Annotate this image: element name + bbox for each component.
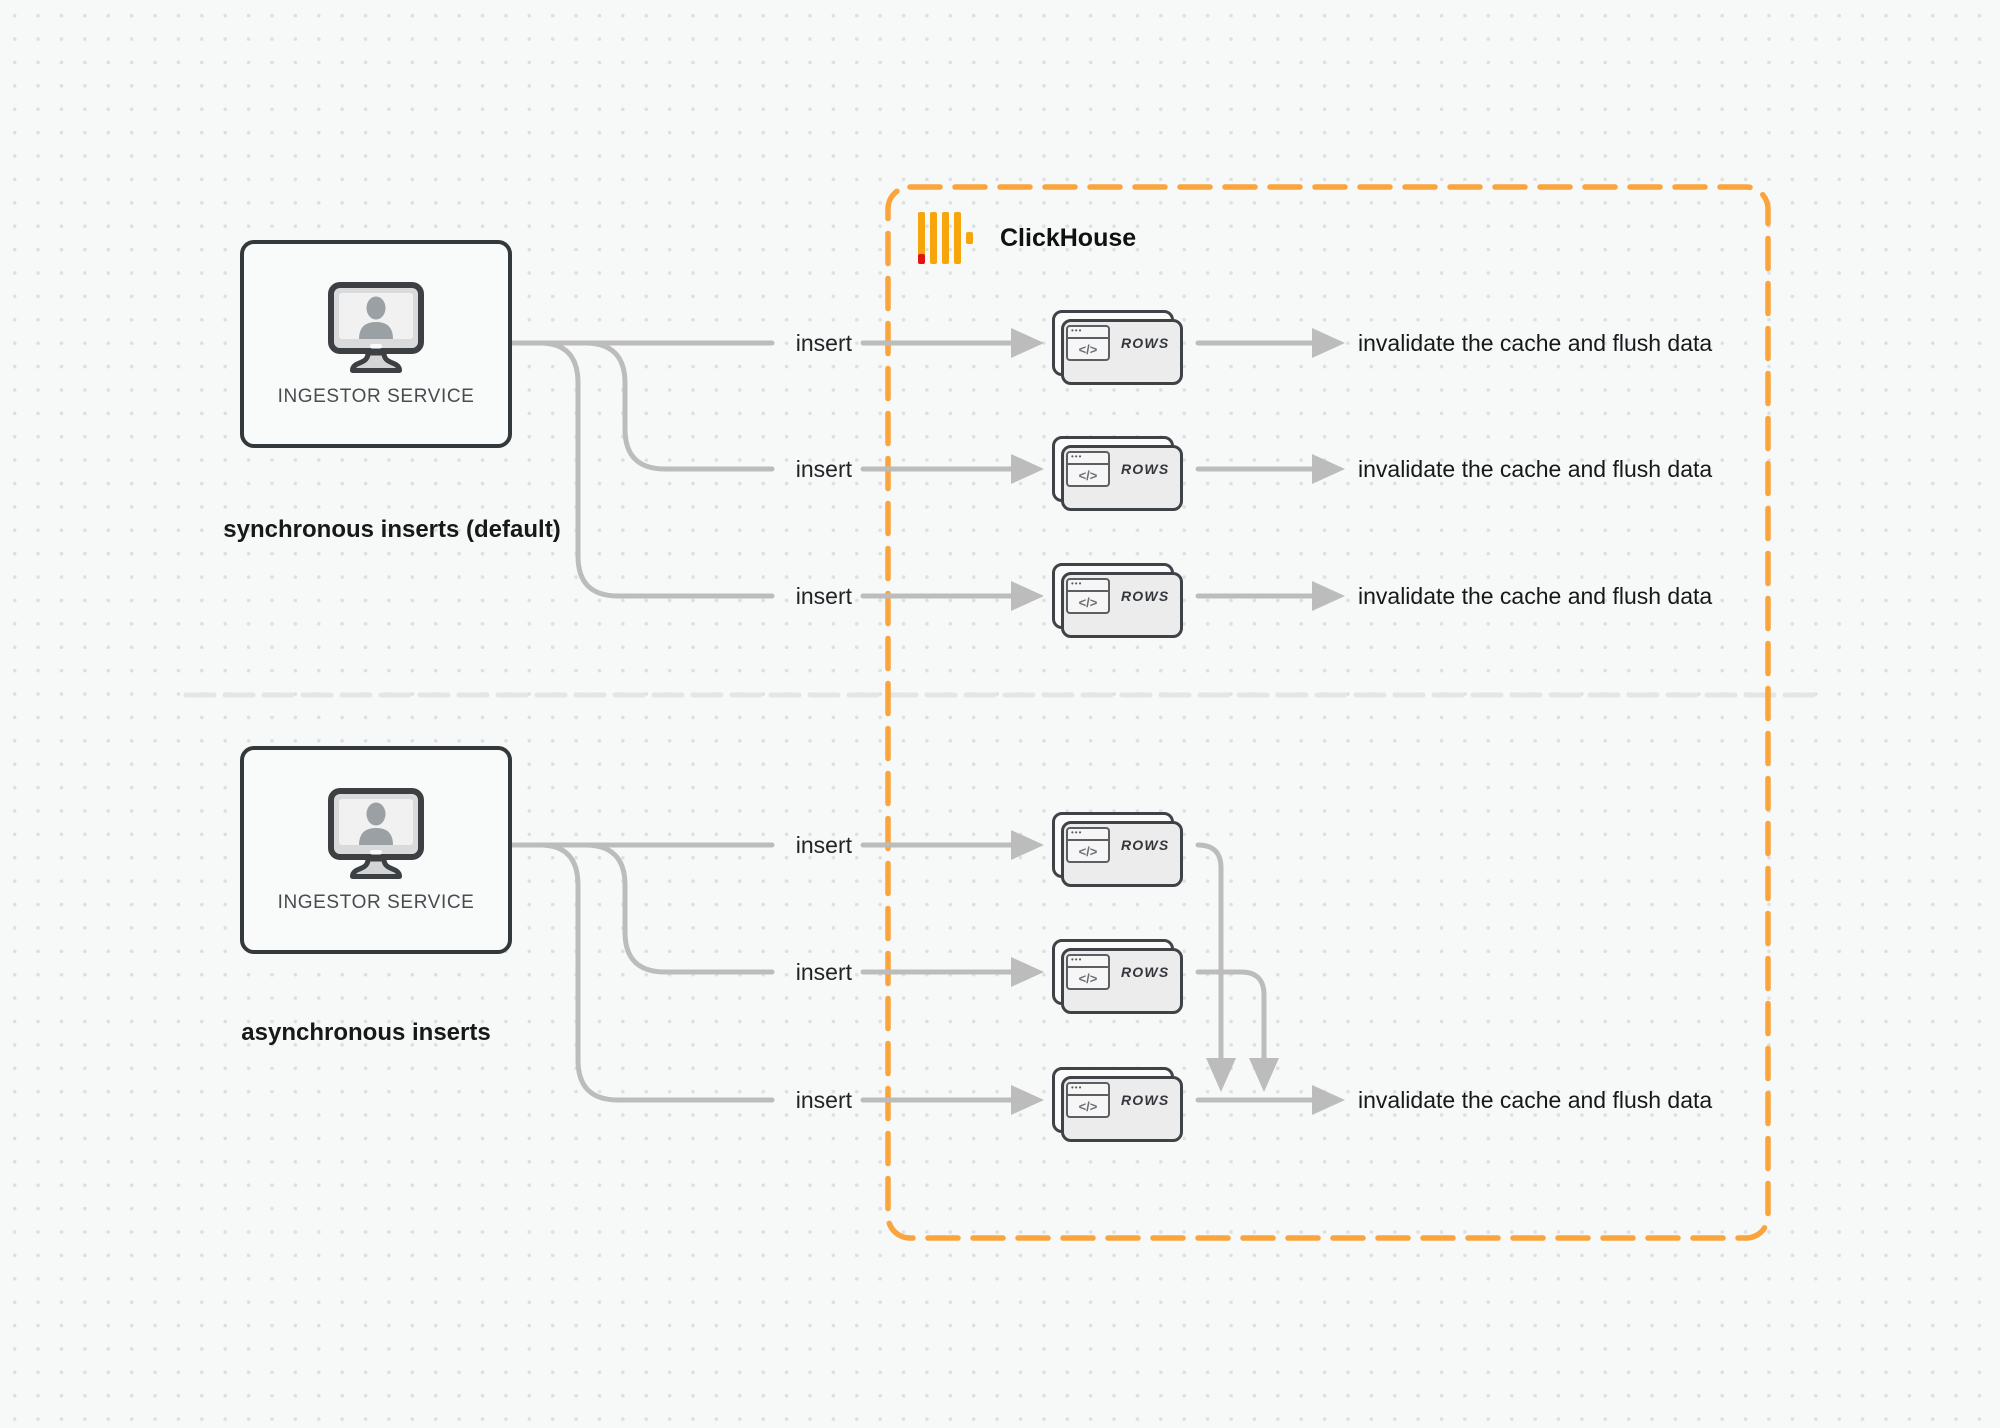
async-wire-row2-curve xyxy=(582,842,775,975)
async-wire-row3-curve xyxy=(537,842,775,1103)
rows-label: ROWS xyxy=(1121,335,1170,351)
arrowhead-sync-result-1 xyxy=(1312,328,1345,358)
arrowhead-sync-result-2 xyxy=(1312,454,1345,484)
code-window-icon: ••• </> xyxy=(1066,827,1110,863)
sync-insert-label-2: insert xyxy=(795,456,852,482)
sync-wire-row3-curve xyxy=(537,340,775,599)
sync-insert-label-1: insert xyxy=(795,330,852,356)
sync-result-label-2: invalidate the cache and flush data xyxy=(1358,456,1713,482)
rows-label: ROWS xyxy=(1121,461,1170,477)
code-glyph: </> xyxy=(1078,594,1098,610)
arrowhead-async-result xyxy=(1312,1085,1345,1115)
async-result-label: invalidate the cache and flush data xyxy=(1358,1087,1713,1113)
clickhouse-boundary-box xyxy=(885,184,1771,1241)
async-converge-wire-2 xyxy=(1195,969,1267,1061)
async-rows-card-2: ••• </> ROWS xyxy=(1052,939,1183,1014)
arrowhead-sync-insert-3 xyxy=(1011,581,1044,611)
sync-caption: synchronous inserts (default) xyxy=(223,516,561,543)
async-caption: asynchronous inserts xyxy=(241,1019,491,1046)
window-dots: ••• xyxy=(1068,1084,1108,1096)
sync-wire-row2-curve xyxy=(582,340,775,472)
window-dots: ••• xyxy=(1068,453,1108,465)
sync-ingestor-service-box: INGESTOR SERVICE xyxy=(240,240,512,448)
async-insert-label-1: insert xyxy=(795,832,852,858)
sync-service-label: INGESTOR SERVICE xyxy=(277,385,475,407)
code-window-icon: ••• </> xyxy=(1066,1082,1110,1118)
monitor-user-icon xyxy=(328,281,424,373)
async-insert-label-3: insert xyxy=(795,1087,852,1113)
code-glyph: </> xyxy=(1078,1098,1098,1114)
code-window-icon: ••• </> xyxy=(1066,578,1110,614)
clickhouse-logo-icon xyxy=(918,212,973,264)
code-glyph: </> xyxy=(1078,970,1098,986)
arrowhead-async-insert-3 xyxy=(1011,1085,1044,1115)
arrowhead-sync-result-3 xyxy=(1312,581,1345,611)
sync-insert-label-3: insert xyxy=(795,583,852,609)
sync-rows-card-3: ••• </> ROWS xyxy=(1052,563,1183,638)
arrowhead-async-insert-2 xyxy=(1011,957,1044,987)
clickhouse-label: ClickHouse xyxy=(1000,223,1137,252)
rows-label: ROWS xyxy=(1121,588,1170,604)
sync-rows-card-1: ••• </> ROWS xyxy=(1052,310,1183,385)
async-service-label: INGESTOR SERVICE xyxy=(277,891,475,913)
arrowhead-sync-insert-1 xyxy=(1011,328,1044,358)
arrowheads xyxy=(1011,328,1345,1115)
arrowhead-sync-insert-2 xyxy=(1011,454,1044,484)
async-ingestor-service-box: INGESTOR SERVICE xyxy=(240,746,512,954)
window-dots: ••• xyxy=(1068,956,1108,968)
code-glyph: </> xyxy=(1078,843,1098,859)
async-converge-wire-1 xyxy=(1195,842,1224,1061)
rows-label: ROWS xyxy=(1121,964,1170,980)
monitor-user-icon xyxy=(328,787,424,879)
rows-label: ROWS xyxy=(1121,1092,1170,1108)
code-window-icon: ••• </> xyxy=(1066,325,1110,361)
window-dots: ••• xyxy=(1068,580,1108,592)
rows-label: ROWS xyxy=(1121,837,1170,853)
async-rows-card-1: ••• </> ROWS xyxy=(1052,812,1183,887)
arrowhead-async-insert-1 xyxy=(1011,830,1044,860)
window-dots: ••• xyxy=(1068,327,1108,339)
arrowhead-async-converge-2 xyxy=(1249,1058,1279,1092)
code-window-icon: ••• </> xyxy=(1066,451,1110,487)
arrowhead-async-converge-1 xyxy=(1206,1058,1236,1092)
code-window-icon: ••• </> xyxy=(1066,954,1110,990)
window-dots: ••• xyxy=(1068,829,1108,841)
sync-rows-card-2: ••• </> ROWS xyxy=(1052,436,1183,511)
clickhouse-header: ClickHouse xyxy=(918,212,1136,264)
sync-result-label-1: invalidate the cache and flush data xyxy=(1358,330,1713,356)
code-glyph: </> xyxy=(1078,467,1098,483)
async-insert-label-2: insert xyxy=(795,959,852,985)
code-glyph: </> xyxy=(1078,341,1098,357)
sync-result-label-3: invalidate the cache and flush data xyxy=(1358,583,1713,609)
gray-wires xyxy=(510,340,1315,1103)
async-rows-card-3: ••• </> ROWS xyxy=(1052,1067,1183,1142)
